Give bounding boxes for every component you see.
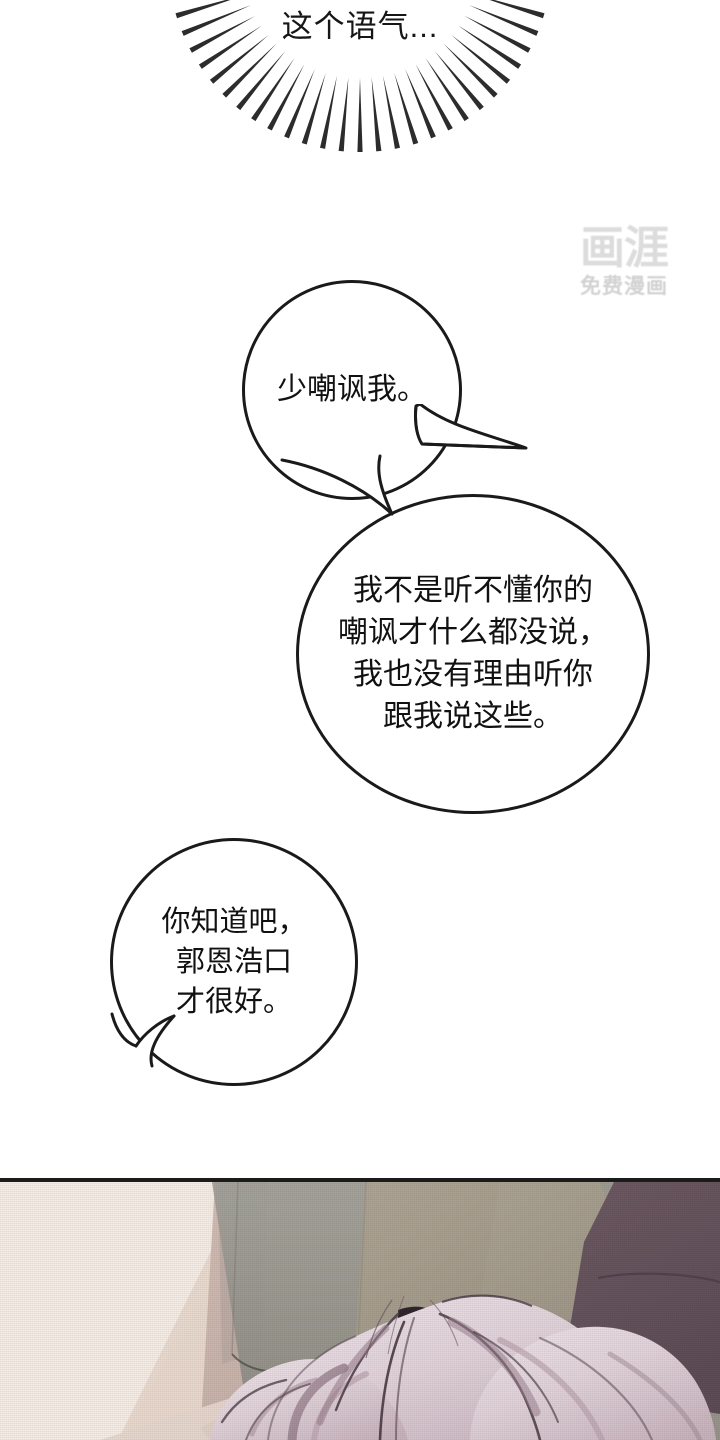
watermark-subtitle-text: 免费漫画: [580, 275, 668, 298]
speech-bubble-1: 少嘲讽我。: [242, 280, 462, 500]
speech-bubble-3-text: 你知道吧， 郭恩浩口 才很好。: [161, 906, 307, 1018]
speech-bubble-2: 我不是听不懂你的 嘲讽才什么都没说， 我也没有理由听你 跟我说这些。: [296, 494, 650, 814]
illustration-panel: [0, 1178, 720, 1440]
speech-bubble-3: 你知道吧， 郭恩浩口 才很好。: [110, 838, 358, 1086]
narration-text: 这个语气...: [281, 9, 439, 44]
watermark-logo-text: 画涯: [579, 222, 669, 273]
speech-bubble-1-text: 少嘲讽我。: [277, 373, 427, 406]
watermark: 画涯 免费漫画: [554, 222, 694, 300]
speech-bubble-2-text: 我不是听不懂你的 嘲讽才什么都没说， 我也没有理由听你 跟我说这些。: [338, 574, 608, 733]
